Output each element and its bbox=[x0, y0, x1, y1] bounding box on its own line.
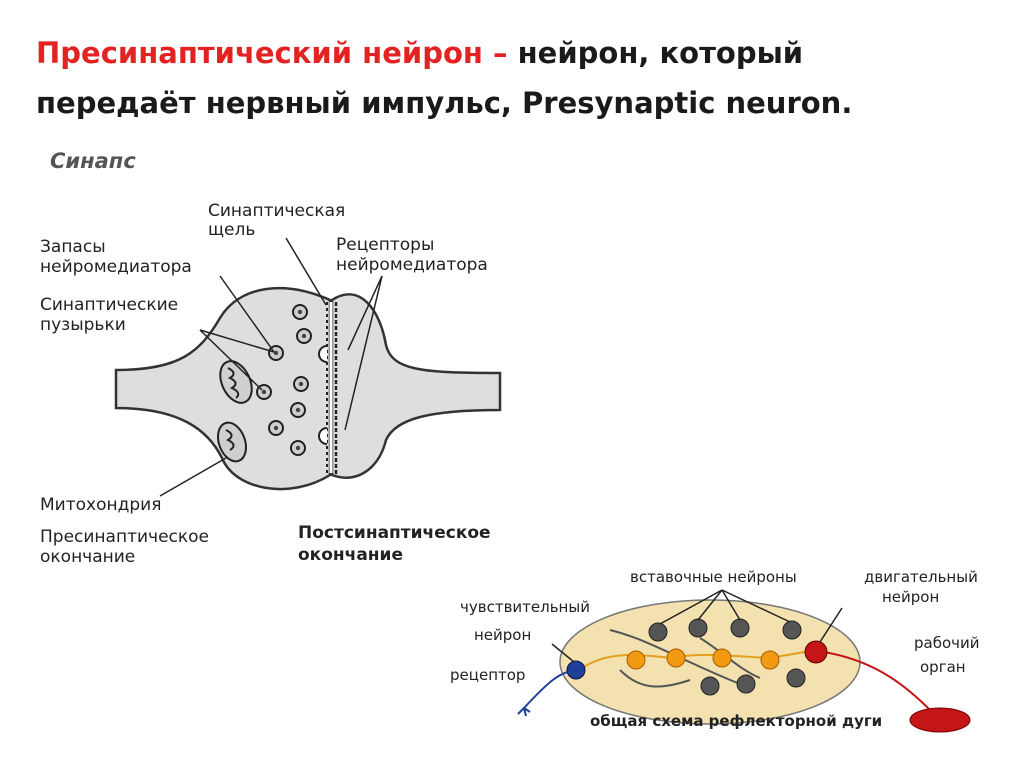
fusing-vesicle bbox=[318, 427, 328, 445]
sensory-neuron-label-2: нейрон bbox=[474, 626, 531, 644]
mitochondria-label: Митохондрия bbox=[40, 495, 161, 515]
neuron-cell bbox=[736, 674, 756, 694]
neuron-cell bbox=[648, 622, 668, 642]
neuron-cell bbox=[626, 650, 646, 670]
interneuron-cells-orange bbox=[626, 648, 780, 670]
receptor-ending bbox=[517, 707, 531, 717]
interneuron-pointers bbox=[551, 589, 843, 663]
postsynaptic-terminal bbox=[330, 293, 502, 479]
leader-lines bbox=[159, 237, 383, 497]
slide-title: Пресинаптический нейрон – нейрон, которы… bbox=[36, 28, 996, 128]
synapse-diagram: Синапс Синаптическая щель Ре bbox=[40, 149, 502, 567]
title-definition-line1: нейрон, который bbox=[517, 36, 804, 70]
vesicles-label: Синаптические bbox=[40, 295, 178, 315]
interneurons-label: вставочные нейроны bbox=[630, 568, 797, 586]
reflex-arc-caption: общая схема рефлекторной дуги bbox=[590, 712, 882, 730]
postsynaptic-label: Постсинаптическое bbox=[298, 523, 491, 543]
sensory-neuron-label: чувствительный bbox=[460, 598, 590, 616]
receptors-label-2: нейромедиатора bbox=[336, 255, 488, 275]
synapse-heading: Синапс bbox=[50, 149, 136, 173]
presynaptic-label-2: окончание bbox=[40, 547, 135, 567]
effector-label-2: орган bbox=[920, 658, 966, 676]
effector-label: рабочий bbox=[914, 634, 980, 652]
vesicles-label-2: пузырьки bbox=[40, 315, 126, 335]
fusing-vesicle bbox=[318, 345, 328, 363]
reflex-arc-diagram: вставочные нейроны двигательный нейрон ч… bbox=[450, 568, 980, 733]
neuron-cell bbox=[700, 676, 720, 696]
motor-neuron-label: двигательный bbox=[864, 568, 978, 586]
neuron-cell bbox=[666, 648, 686, 668]
stores-label-2: нейромедиатора bbox=[40, 257, 192, 277]
receptor-label: рецептор bbox=[450, 666, 525, 684]
neuron-cell bbox=[760, 650, 780, 670]
presynaptic-label: Пресинаптическое bbox=[40, 527, 209, 547]
interneuron-cells-gray bbox=[648, 618, 806, 696]
motor-neuron-cell bbox=[804, 640, 828, 664]
sensory-neuron-cell bbox=[566, 660, 586, 680]
title-term: Пресинаптический нейрон – bbox=[36, 36, 508, 70]
cleft-label-2: щель bbox=[208, 220, 255, 240]
effector-organ bbox=[909, 707, 971, 733]
receptors-label: Рецепторы bbox=[336, 235, 434, 255]
neuron-cell bbox=[688, 618, 708, 638]
neuron-cell bbox=[712, 648, 732, 668]
neuron-cell bbox=[782, 620, 802, 640]
motor-neuron-label-2: нейрон bbox=[882, 588, 939, 606]
neuron-cell bbox=[730, 618, 750, 638]
cleft-label: Синаптическая bbox=[208, 201, 345, 221]
neuron-cell bbox=[786, 668, 806, 688]
postsynaptic-label-2: окончание bbox=[298, 545, 403, 565]
title-definition-line2: передаёт нервный импульс, Presynaptic ne… bbox=[36, 86, 853, 120]
mitochondria bbox=[216, 360, 253, 463]
stores-label: Запасы bbox=[40, 237, 106, 257]
vesicle-cores bbox=[261, 309, 307, 451]
